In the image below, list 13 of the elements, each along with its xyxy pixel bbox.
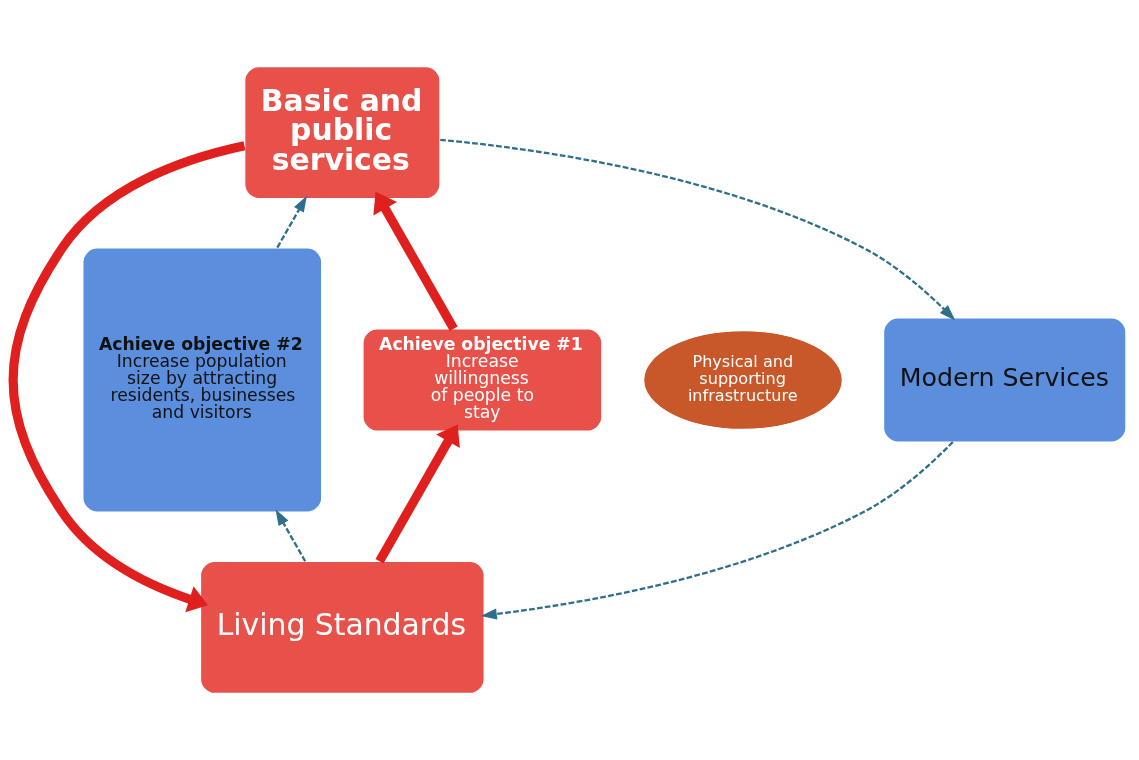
arrow [276,195,307,249]
arrow [375,424,460,564]
node-box: Achieve objective #1 Increase willingness of people to stay [362,328,603,432]
node-box: Modern Services [883,317,1127,443]
arrow [8,141,246,613]
arrow [373,191,458,331]
node-box: Achieve objective #2 Increase population size by attracting residents, businesses and visitors [82,247,323,513]
arrow [440,138,956,321]
node-ellipse: Physical and supporting infrastructure [643,330,843,430]
node-box: Living Standards [200,560,485,694]
arrow [480,441,954,620]
arrow [275,509,307,562]
node-box: Basic and public services [244,66,441,200]
